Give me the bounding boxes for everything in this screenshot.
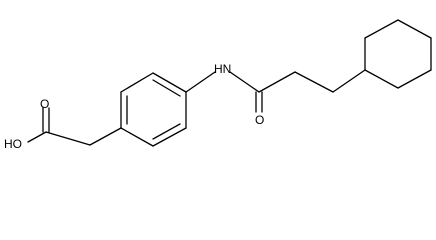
ring-bond-5 [152,127,187,147]
cyclohexane-bond-6 [364,69,399,89]
molecule-diagram: HO O HN O [4,19,432,151]
cyclohexane-bond-2 [364,19,399,39]
amide-carbonyl-oxygen-label: O [255,113,264,127]
cyclohexane-bond-5 [397,69,432,89]
bond-chain-1 [258,71,296,93]
ring-bond-3-inner [152,79,181,97]
bond-c-oh [27,131,47,143]
structure-canvas: HO O HN O [4,19,432,151]
ring-bond-2 [120,72,154,93]
bond-acid-ch2 [45,131,91,146]
cyclohexane-bond-3 [397,19,432,39]
bond-n-c [229,71,260,93]
bond-chain-2 [294,71,334,93]
ring-bond-5-inner [152,123,181,140]
hydroxyl-label: HO [4,137,22,151]
bond-chain-3 [332,69,366,93]
bond-ch2-ring [89,127,122,146]
bond-ring-n [185,71,216,93]
ring-bond-3 [152,72,187,93]
ring-bond-6 [120,127,154,147]
amide-nitrogen-label: HN [214,62,231,76]
acid-carbonyl-oxygen-label: O [40,97,49,111]
